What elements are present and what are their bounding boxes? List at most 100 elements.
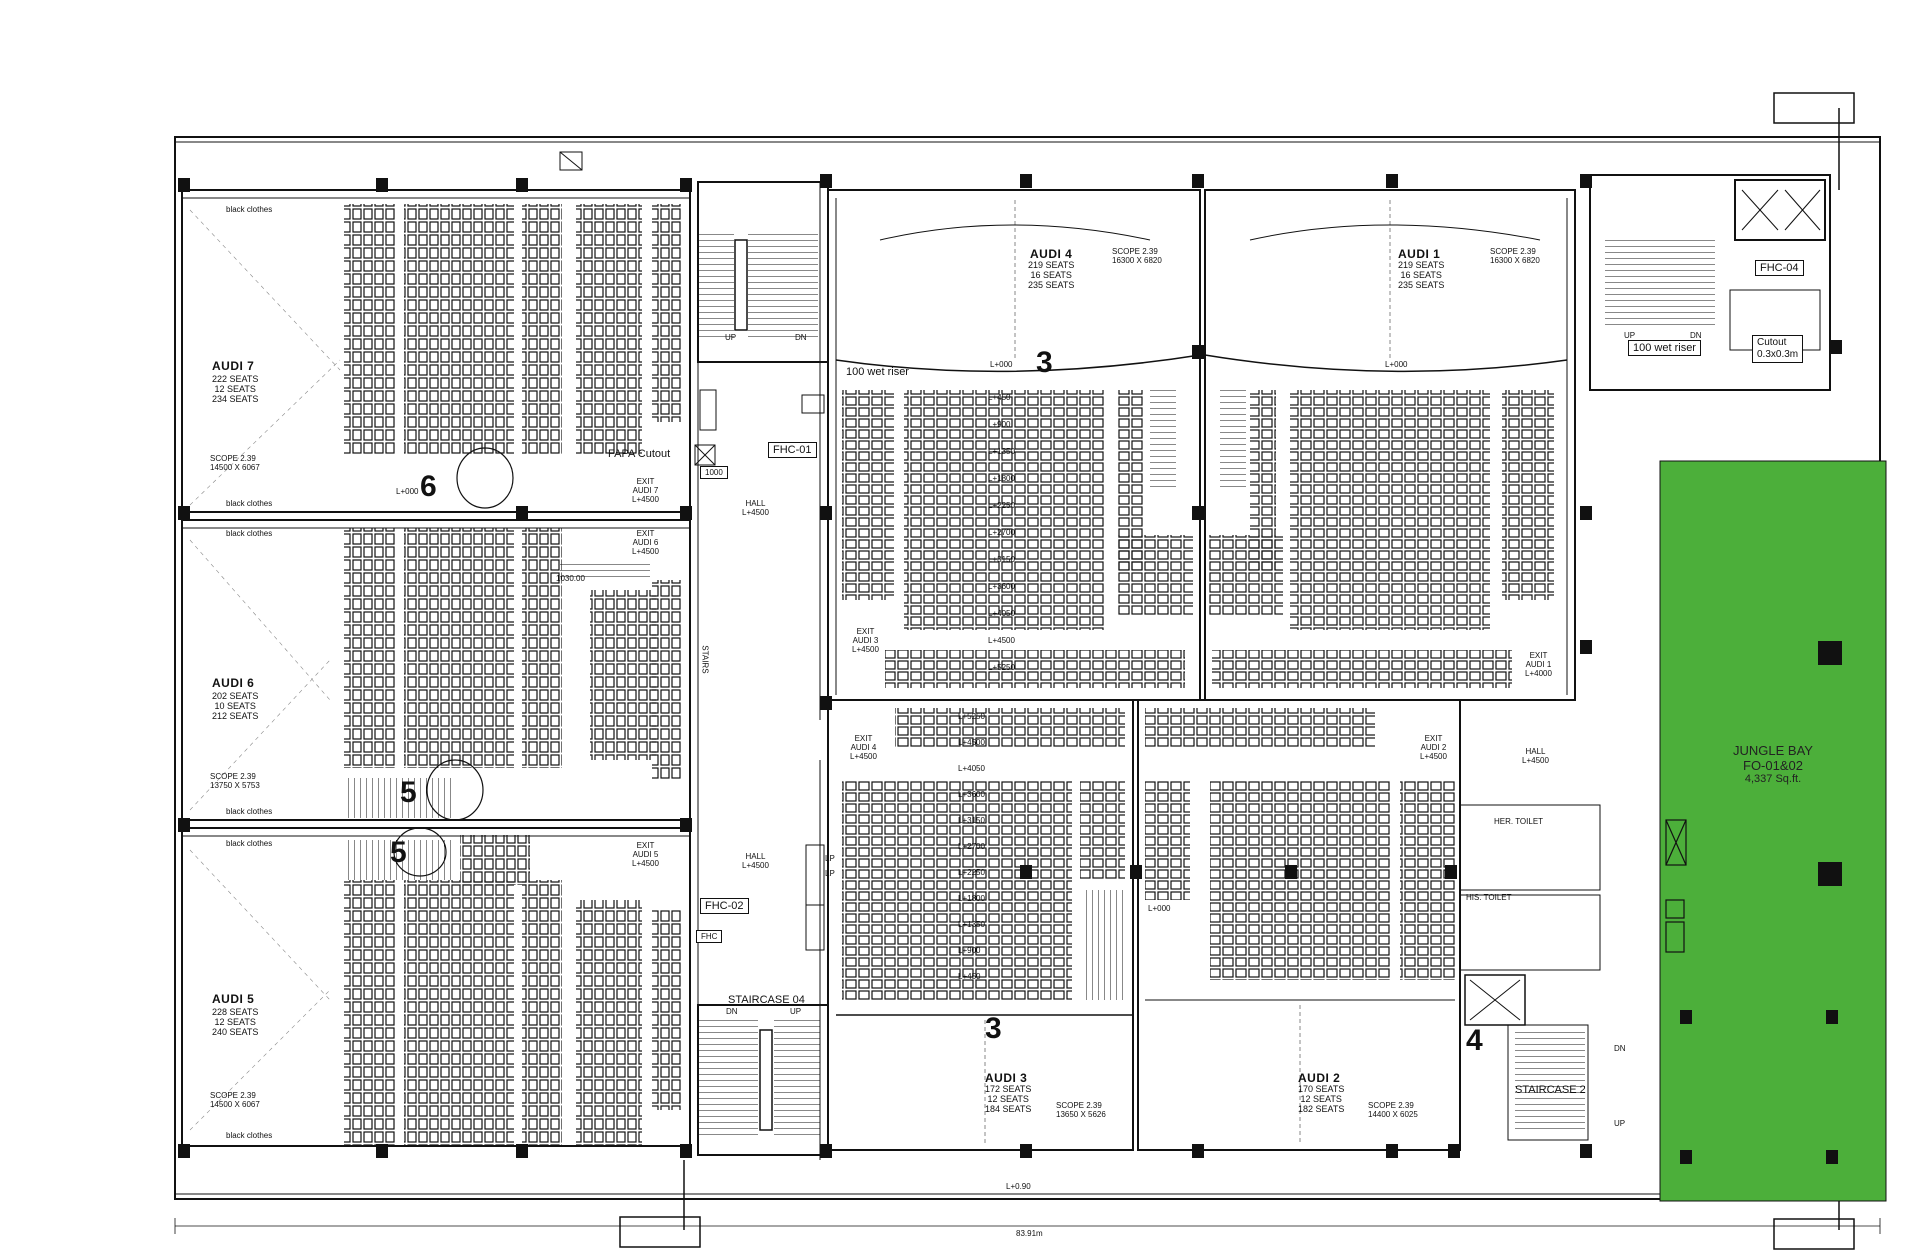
- hall-1-level: L+4500: [742, 507, 769, 517]
- wet-riser-label-1: 100 wet riser: [846, 366, 909, 378]
- audi1-scope-ratio: SCOPE 2.39: [1490, 247, 1536, 256]
- audi6-scope-size: 13750 X 5753: [210, 780, 260, 790]
- audi2-scope-ratio: SCOPE 2.39: [1368, 1101, 1414, 1110]
- region-number-5b: 5: [390, 836, 407, 869]
- left-audi-walls: [181, 182, 699, 1147]
- cutout-label: Cutout 0.3x0.3m: [1752, 335, 1804, 363]
- exit-audi4-name: AUDI 4: [850, 742, 877, 752]
- level-left-1: L+000: [396, 487, 419, 496]
- audi5-seats-normal: 228 SEATS: [212, 1007, 259, 1017]
- region-number-6: 6: [420, 470, 437, 503]
- audi4-row-level-4: L+1800: [988, 474, 1015, 483]
- level-left-2: L+000: [1148, 904, 1171, 913]
- exit-audi2-word: EXIT: [1424, 734, 1443, 743]
- region-number-3b: 3: [985, 1012, 1002, 1045]
- fhc-04-label: FHC-04: [1755, 260, 1804, 276]
- audi4-row-level-9: L+4050: [988, 609, 1015, 618]
- audi5-title: AUDI 5: [212, 992, 255, 1006]
- seat-blocks-top: [842, 390, 1554, 688]
- black-clothes-5: black clothes: [226, 839, 273, 848]
- audi4-row-level-3: L+1350: [988, 447, 1015, 456]
- exit-audi2: EXIT AUDI 2 L+4500: [1420, 734, 1447, 761]
- audi1-seats-total: 235 SEATS: [1398, 280, 1445, 290]
- right-stairs: [1605, 240, 1715, 330]
- jungle-bay-shafts: [1665, 819, 1687, 953]
- region-number-3a: 3: [1036, 346, 1053, 379]
- exit-audi6-name: AUDI 6: [632, 537, 659, 547]
- exit-audi7: EXIT AUDI 7 L+4500: [632, 477, 659, 504]
- audi6-title: AUDI 6: [212, 676, 255, 690]
- exit-audi4-word: EXIT: [854, 734, 873, 743]
- black-clothes-1: black clothes: [226, 205, 273, 214]
- hall-label-2: HALL L+4500: [742, 852, 769, 871]
- audi5-seats-total: 240 SEATS: [212, 1027, 259, 1037]
- audi4-seats-recliner: 16 SEATS: [1030, 270, 1072, 280]
- audi5-seats-recliner: 12 SEATS: [214, 1017, 256, 1027]
- audi1-seats-recliner: 16 SEATS: [1400, 270, 1442, 280]
- black-clothes-4: black clothes: [226, 807, 273, 816]
- audi4-row-level-11: L+5250: [988, 663, 1015, 672]
- exit-audi3: EXIT AUDI 3 L+4500: [852, 627, 879, 654]
- black-clothes-3: black clothes: [226, 529, 273, 538]
- audi4-row-level-8: L+3600: [988, 582, 1015, 591]
- exit-audi5-name: AUDI 5: [632, 849, 659, 859]
- stair-up-1: UP: [725, 333, 737, 342]
- stair-treads: [698, 230, 820, 1140]
- audi3-row-level-1: L+5250: [958, 712, 985, 721]
- audi2-seats-total: 182 SEATS: [1298, 1104, 1345, 1114]
- jungle-bay-label: JUNGLE BAY FO-01&02 4,337 Sq.ft.: [1660, 743, 1886, 785]
- audi4-scope: SCOPE 2.39 16300 X 6820: [1112, 247, 1162, 266]
- his-toilet-label: HIS. TOILET: [1466, 893, 1512, 902]
- exit-audi5: EXIT AUDI 5 L+4500: [632, 841, 659, 868]
- exit-audi3-name: AUDI 3: [852, 635, 879, 645]
- staircase-2-treads: [1515, 1030, 1585, 1130]
- fapa-cutout-label: FAPA Cutout: [608, 448, 671, 460]
- audi3-row-level-9: L+1350: [958, 920, 985, 929]
- audi2-title: AUDI 2: [1298, 1071, 1341, 1085]
- audi6-scope: SCOPE 2.39 13750 X 5753: [210, 772, 260, 791]
- screen-guides: [189, 209, 341, 1131]
- audi2-scope-size: 14400 X 6025: [1368, 1109, 1418, 1119]
- audi5-scope-size: 14500 X 6067: [210, 1099, 260, 1109]
- audi3-row-level-2: L+4500: [958, 738, 985, 747]
- level-left-3: L+000: [990, 360, 1013, 369]
- exit-audi7-level: L+4500: [632, 494, 659, 504]
- audi3-row-level-3: L+4050: [958, 764, 985, 773]
- audi6-seats: 202 SEATS 10 SEATS 212 SEATS: [212, 691, 258, 721]
- audi2-seats-recliner: 12 SEATS: [1300, 1094, 1342, 1104]
- jungle-bay-area-text: 4,337 Sq.ft.: [1744, 773, 1802, 785]
- audi4-scope-size: 16300 X 6820: [1112, 255, 1162, 265]
- audi1-seats-normal: 219 SEATS: [1398, 260, 1445, 270]
- stair-dn-1: DN: [795, 333, 807, 342]
- hall-2-level: L+4500: [742, 860, 769, 870]
- structural-columns: [178, 174, 1842, 1158]
- seat-blocks-left: [344, 204, 682, 1145]
- exit-audi3-word: EXIT: [856, 627, 875, 636]
- exit-audi6-level: L+4500: [632, 546, 659, 556]
- hall-3-level: L+4500: [1522, 755, 1549, 765]
- her-toilet-label: HER. TOILET: [1494, 817, 1544, 826]
- audi1-scope-size: 16300 X 6820: [1490, 255, 1540, 265]
- audi4-row-level-2: L+900: [988, 420, 1011, 429]
- audi4-row-level-7: L+3150: [988, 555, 1015, 564]
- audi7-title: AUDI 7: [212, 359, 255, 373]
- hall-1-name: HALL: [745, 499, 766, 508]
- audi5-scope: SCOPE 2.39 14500 X 6067: [210, 1091, 260, 1110]
- lift-cabins: [1469, 189, 1821, 1021]
- jungle-bay-area: [1659, 460, 1887, 1202]
- audi2-seats-normal: 170 SEATS: [1298, 1084, 1345, 1094]
- stair-dn-3: DN: [726, 1007, 738, 1016]
- exit-audi1-word: EXIT: [1529, 651, 1548, 660]
- dim-1030-label: 1030.00: [556, 574, 585, 583]
- stair-lp-2: LP: [825, 869, 835, 878]
- black-clothes-6: black clothes: [226, 1131, 273, 1140]
- stair-up-4: UP: [1614, 1119, 1626, 1128]
- left-aisle-stairs: [344, 560, 650, 880]
- audi4-title: AUDI 4: [1030, 247, 1073, 261]
- cutout-title: Cutout: [1757, 337, 1787, 348]
- overall-dimension: 83.91m: [1016, 1229, 1043, 1238]
- seat-blocks-bottom: [842, 708, 1455, 1000]
- audi3-row-levels: L+5250 L+4500 L+4050 L+3600 L+3150 L+270…: [958, 704, 985, 990]
- audi4-row-level-6: L+2700: [988, 528, 1015, 537]
- exit-audi3-level: L+4500: [852, 644, 879, 654]
